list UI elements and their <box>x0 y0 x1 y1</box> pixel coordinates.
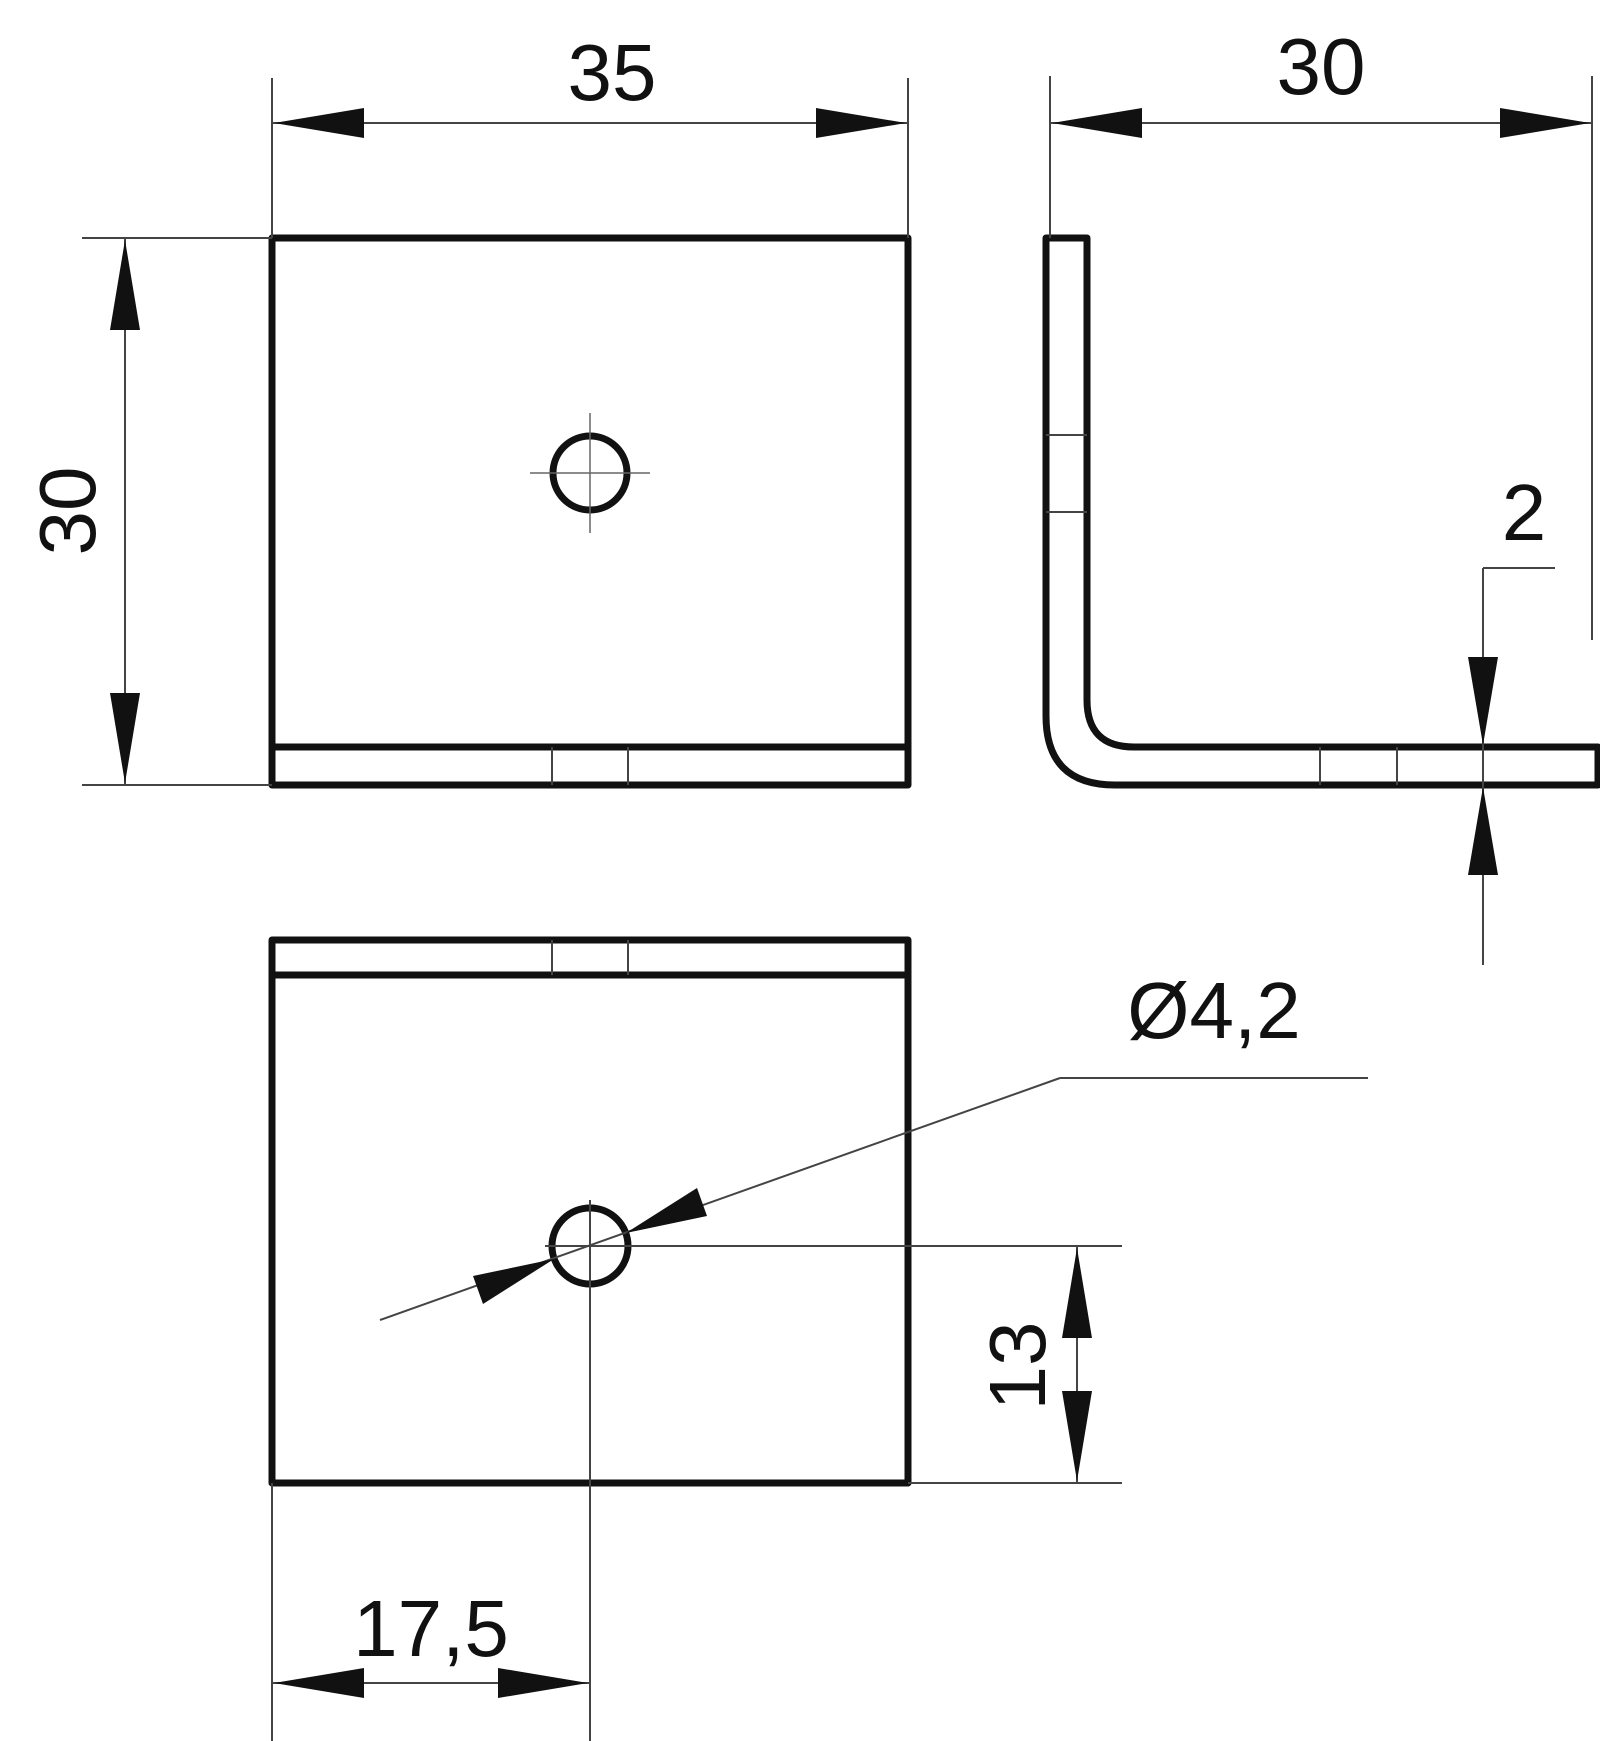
top-view <box>268 936 1122 1741</box>
side-view <box>1042 234 1600 789</box>
arrowhead <box>274 108 364 138</box>
front-view-outline <box>268 234 912 789</box>
dim-front-height: 30 <box>23 237 272 786</box>
dim-front-width: 35 <box>271 28 909 238</box>
dim-hole-diameter: Ø4,2 <box>379 966 1368 1321</box>
arrowhead <box>1468 787 1498 875</box>
dim-label-thickness: 2 <box>1502 468 1547 557</box>
arrowhead <box>274 1668 364 1698</box>
dim-label-hole-offset: 17,5 <box>353 1584 509 1673</box>
side-view-profile <box>1042 234 1600 789</box>
dim-thickness: 2 <box>1468 468 1555 965</box>
dim-label-hole-diameter: Ø4,2 <box>1127 966 1300 1055</box>
arrowhead <box>110 240 140 330</box>
front-view <box>268 234 912 789</box>
arrowhead <box>1062 1391 1092 1481</box>
dim-label-hole-height: 13 <box>973 1322 1062 1411</box>
arrowhead <box>816 108 906 138</box>
arrowhead <box>1468 657 1498 745</box>
arrowhead <box>498 1668 588 1698</box>
dim-hole-offset: 17,5 <box>271 1483 590 1741</box>
arrowhead <box>1052 108 1142 138</box>
dim-label-side-width: 30 <box>1277 22 1366 111</box>
dim-label-front-width: 35 <box>568 28 657 117</box>
arrowhead <box>626 1188 707 1233</box>
arrowhead <box>110 693 140 783</box>
dim-side-width: 30 <box>1049 22 1593 640</box>
dim-label-front-height: 30 <box>23 467 112 556</box>
arrowhead <box>473 1259 554 1304</box>
dim-hole-height: 13 <box>908 1246 1122 1484</box>
arrowhead <box>1062 1248 1092 1338</box>
arrowhead <box>1500 108 1590 138</box>
